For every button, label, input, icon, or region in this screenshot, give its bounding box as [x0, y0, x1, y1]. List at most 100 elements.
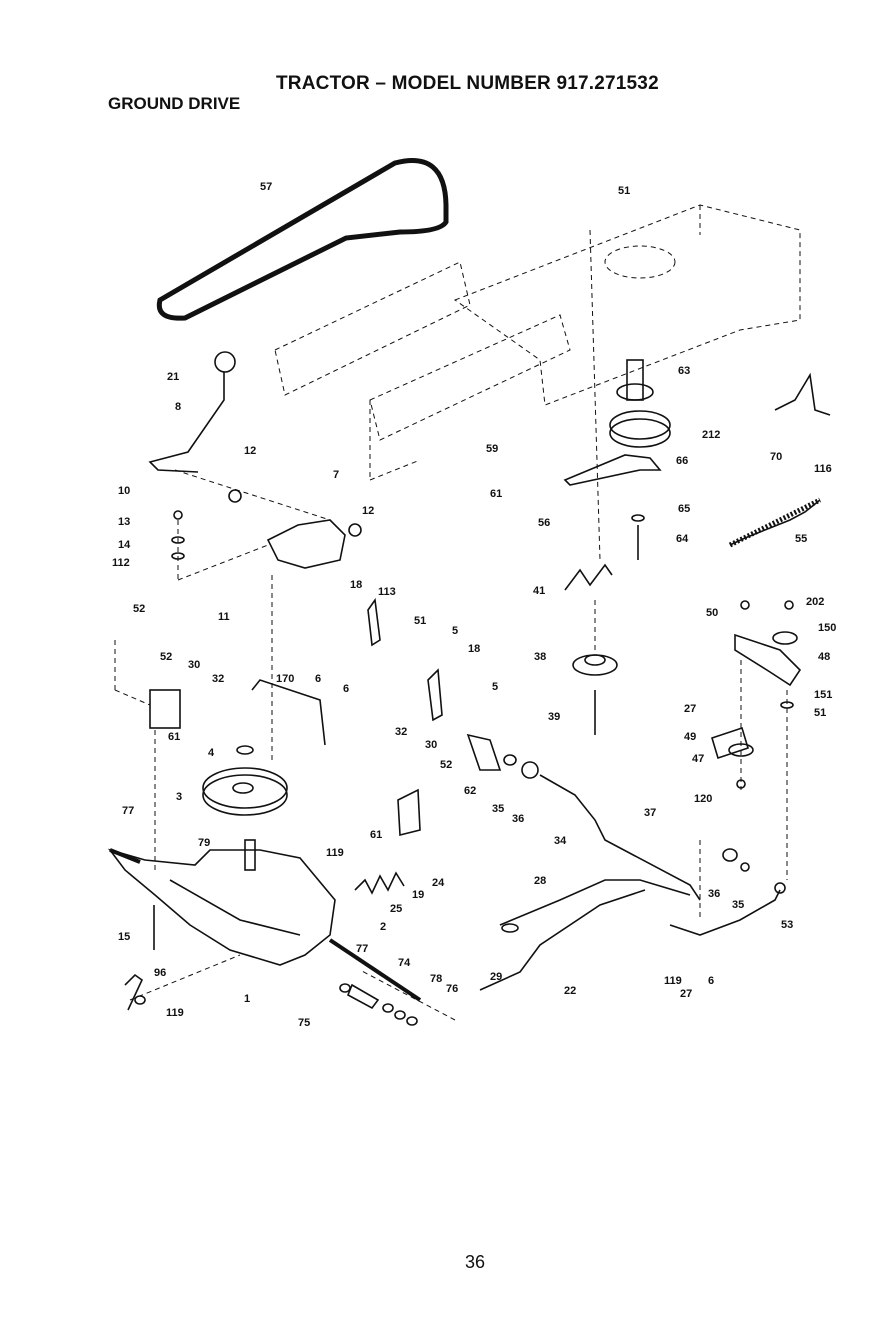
callout: 28: [534, 875, 546, 887]
callout: 63: [678, 365, 690, 377]
callout: 27: [680, 988, 692, 1000]
tractor-frame: [274, 204, 801, 561]
callout: 119: [166, 1007, 184, 1019]
callout: 18: [350, 579, 362, 591]
callout: 65: [678, 503, 690, 515]
callout: 21: [167, 371, 179, 383]
callout: 53: [781, 919, 793, 931]
callout: 39: [548, 711, 560, 723]
callout: 29: [490, 971, 502, 983]
callout: 30: [188, 659, 200, 671]
rod-53: [669, 889, 781, 936]
drive-belt: [156, 158, 449, 321]
mounting-plate-left: [114, 640, 181, 870]
callout: 11: [218, 611, 230, 623]
callout: 49: [684, 731, 696, 743]
rod-22: [479, 889, 646, 991]
callout: 112: [112, 557, 130, 569]
shifter-rod: [251, 679, 326, 746]
callout: 51: [414, 615, 426, 627]
callout: 1: [244, 993, 250, 1005]
callout: 66: [676, 455, 688, 467]
callout: 47: [692, 753, 704, 765]
callout: 27: [684, 703, 696, 715]
callout: 55: [795, 533, 807, 545]
callout: 22: [564, 985, 576, 997]
callout: 151: [814, 689, 832, 701]
bracket-41: [564, 563, 613, 591]
callout: 4: [208, 747, 215, 759]
bracket-49: [711, 726, 749, 760]
bracket-113: [367, 597, 381, 647]
spring-25: [354, 871, 405, 895]
hardware-75: [339, 983, 418, 1026]
callout: 77: [122, 805, 134, 817]
bracket-96: [124, 973, 144, 1011]
callout: 37: [644, 807, 656, 819]
callout: 120: [694, 793, 712, 805]
callout: 36: [512, 813, 524, 825]
shift-lever: [148, 351, 331, 521]
callout: 119: [326, 847, 344, 859]
callout: 6: [315, 673, 321, 685]
callout: 51: [618, 185, 630, 197]
callout: 116: [814, 463, 832, 475]
callout: 52: [133, 603, 145, 615]
callout: 50: [706, 607, 718, 619]
callout: 34: [554, 835, 567, 847]
callout: 61: [168, 731, 180, 743]
callout: 56: [538, 517, 550, 529]
callout: 150: [818, 622, 836, 634]
callout: 12: [244, 445, 256, 457]
callout: 52: [440, 759, 452, 771]
callout: 24: [432, 877, 445, 889]
callout: 2: [380, 921, 386, 933]
callout: 59: [486, 443, 498, 455]
callout: 35: [492, 803, 504, 815]
callout: 76: [446, 983, 458, 995]
callout: 41: [533, 585, 545, 597]
callout: 78: [430, 973, 442, 985]
callout: 19: [412, 889, 424, 901]
callout: 74: [398, 957, 411, 969]
callout: 52: [160, 651, 172, 663]
callout: 10: [118, 485, 130, 497]
callout: 5: [492, 681, 498, 693]
callout: 6: [708, 975, 714, 987]
callout: 64: [676, 533, 689, 545]
callout: 18: [468, 643, 480, 655]
transaxle-pulley: [202, 745, 288, 816]
bracket-70: [774, 372, 831, 416]
callout: 77: [356, 943, 368, 955]
bracket-5: [427, 668, 443, 722]
callout: 170: [276, 673, 294, 685]
callout: 113: [378, 586, 396, 598]
idler-arm: [563, 454, 662, 486]
callout: 119: [664, 975, 682, 987]
pulley-63: [609, 359, 671, 560]
callout: 8: [175, 401, 181, 413]
transaxle: [107, 839, 456, 1021]
callout: 212: [702, 429, 720, 441]
bracket-48: [734, 600, 802, 880]
callout: 61: [490, 488, 502, 500]
page-title: TRACTOR – MODEL NUMBER 917.271532: [276, 73, 659, 94]
callout: 32: [212, 673, 224, 685]
callout: 70: [770, 451, 782, 463]
callout: 62: [464, 785, 476, 797]
bracket-30: [397, 788, 421, 837]
brake-shaft: [466, 733, 701, 901]
callout: 61: [370, 829, 382, 841]
callout: 51: [814, 707, 826, 719]
callout-labels: 57 51 21 8 10 12 7 12 13 14 112 63 212 7…: [112, 181, 836, 1029]
callout: 3: [176, 791, 182, 803]
callout: 13: [118, 516, 130, 528]
callout: 202: [806, 596, 824, 608]
callout: 5: [452, 625, 458, 637]
callout: 79: [198, 837, 210, 849]
bracket-7: [266, 519, 346, 569]
callout: 7: [333, 469, 339, 481]
callout: 48: [818, 651, 830, 663]
callout: 75: [298, 1017, 310, 1029]
